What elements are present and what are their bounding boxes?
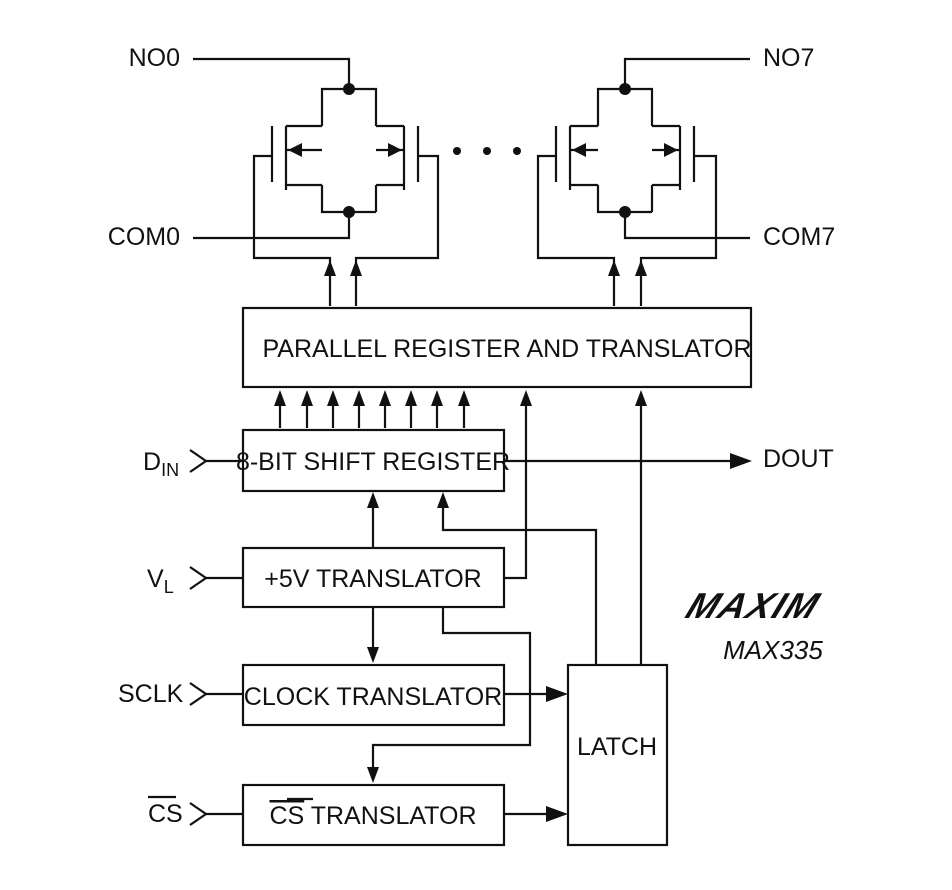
pin-label-dout: DOUT	[763, 445, 834, 473]
din-input: DIN	[143, 448, 243, 480]
latch-label: LATCH	[577, 733, 657, 761]
dout-output: DOUT	[504, 445, 834, 473]
parallel-register-block	[241, 306, 753, 389]
part-number-label: MAX335	[723, 635, 823, 665]
cs-translator-label: CS TRANSLATOR	[270, 802, 477, 830]
vl-input: VL	[147, 565, 243, 597]
shift-to-parallel-arrows	[274, 390, 470, 428]
pin-label-com7: COM7	[763, 223, 835, 251]
ellipsis-dots	[453, 147, 521, 155]
latch-block	[566, 663, 669, 847]
shift-register-label: 8-BIT SHIFT REGISTER	[236, 448, 510, 476]
maxim-logo: MAXIM	[681, 585, 827, 625]
v5-translator-label: +5V TRANSLATOR	[264, 565, 481, 593]
sclk-input: SCLK	[118, 680, 243, 708]
pin-label-com0: COM0	[108, 223, 180, 251]
pin-label-sclk: SCLK	[118, 680, 184, 708]
pin-label-din: DIN	[143, 448, 179, 480]
cs-translator-block	[241, 783, 506, 847]
shift-register-block	[241, 428, 506, 493]
analog-switch-0: NO0 COM0	[108, 44, 440, 306]
parallel-register-label: PARALLEL REGISTER AND TRANSLATOR	[262, 335, 751, 363]
pin-label-cs: CS	[148, 800, 183, 828]
v5-translator-block	[241, 546, 506, 609]
pin-label-no7: NO7	[763, 44, 814, 72]
clock-translator-label: CLOCK TRANSLATOR	[244, 683, 502, 711]
pin-label-vl: VL	[147, 565, 174, 597]
analog-switch-7: NO7 COM7	[536, 44, 835, 306]
cs-input: CS	[148, 795, 243, 828]
maxim-logo-text: MAXIM	[681, 585, 827, 625]
pin-label-no0: NO0	[129, 44, 180, 72]
